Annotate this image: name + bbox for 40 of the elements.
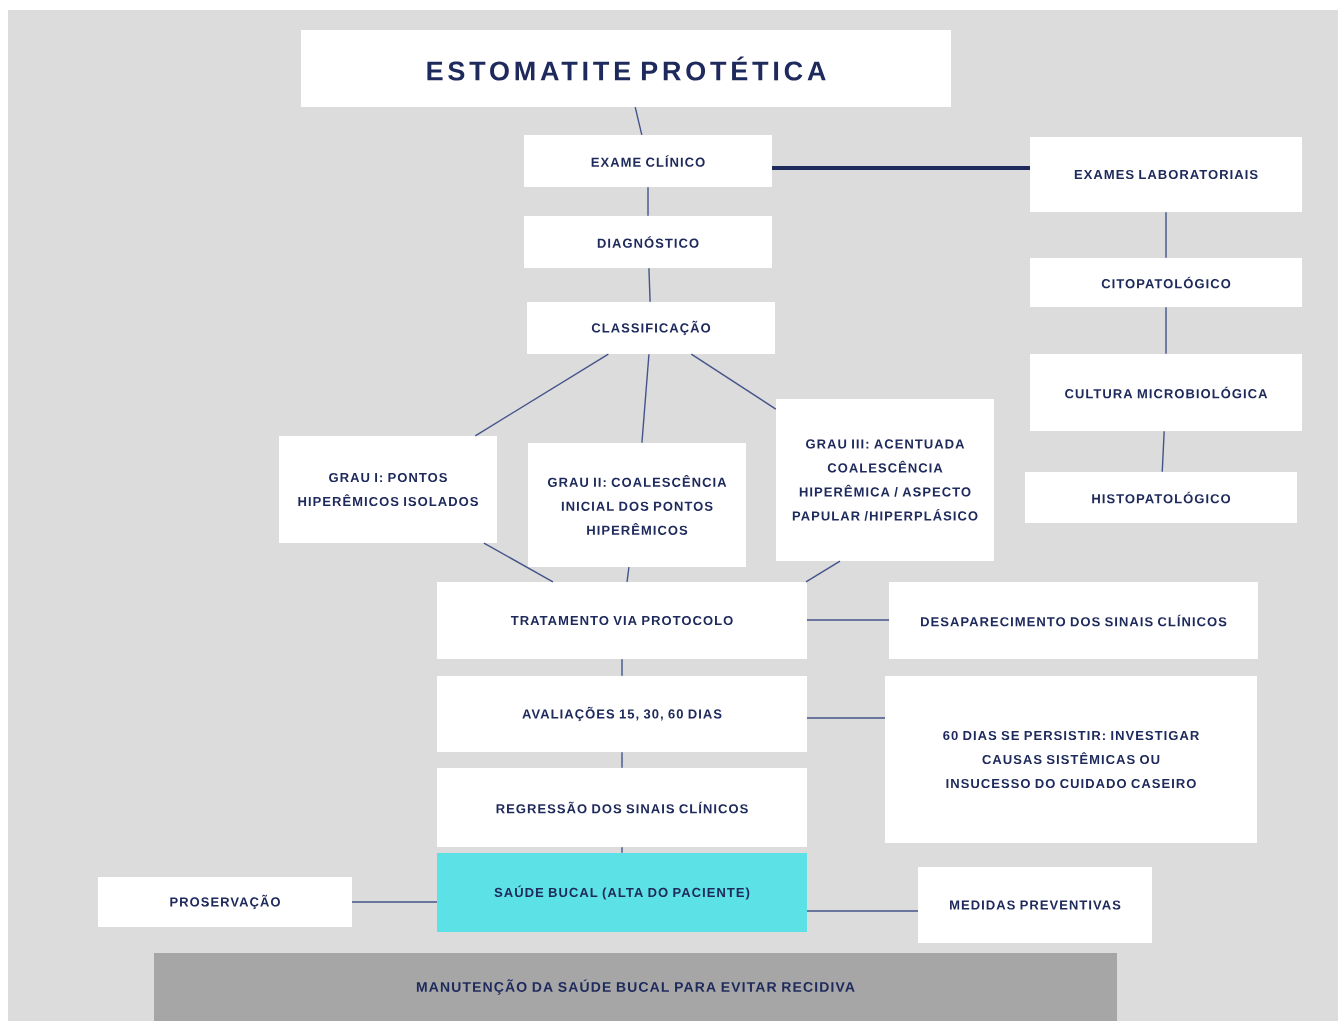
process-box: TRATAMENTO VIA PROTOCOLO [437,582,807,659]
connector-line [648,267,651,303]
connector-line [805,560,841,583]
process-box: DESAPARECIMENTO DOS SINAIS CLÍNICOS [889,582,1258,659]
connector-line [634,106,643,136]
connector-line [806,619,890,621]
connector-line [1161,430,1165,473]
process-box: 60 DIAS SE PERSISTIR: INVESTIGAR CAUSAS SISTÊMICAS OU INSUCESSO DO CUIDADO CASEIRO [885,676,1257,843]
connector-line [806,717,886,719]
connector-line [621,658,623,677]
connector-line [483,542,554,583]
title-box: ESTOMATITE PROTÉTICA [301,30,951,107]
process-box: PROSERVAÇÃO [98,877,352,927]
process-box: CITOPATOLÓGICO [1030,258,1302,307]
process-box: GRAU III: ACENTUADA COALESCÊNCIA HIPERÊMICA / ASPECTO PAPULAR /HIPERPLÁSICO [776,399,994,561]
process-box: EXAME CLÍNICO [524,135,772,187]
connector-line [621,751,623,769]
process-box: CLASSIFICAÇÃO [527,302,775,354]
connector-line [1165,306,1167,355]
connector-line [474,353,610,437]
process-box: REGRESSÃO DOS SINAIS CLÍNICOS [437,768,807,847]
connector-line [641,353,650,444]
connector-line [647,186,649,217]
connector-line [621,846,623,854]
connector-line [351,901,438,903]
connector-line [690,353,777,410]
process-box: DIAGNÓSTICO [524,216,772,268]
connector-line [806,910,919,912]
process-box: MEDIDAS PREVENTIVAS [918,867,1152,943]
process-box: HISTOPATOLÓGICO [1025,472,1297,523]
process-box: AVALIAÇÕES 15, 30, 60 DIAS [437,676,807,752]
connector-line [772,166,1030,170]
process-box: EXAMES LABORATORIAIS [1030,137,1302,212]
process-box: CULTURA MICROBIOLÓGICA [1030,354,1302,431]
connector-line [626,566,630,583]
connector-line [1165,211,1167,259]
process-box: GRAU I: PONTOS HIPERÊMICOS ISOLADOS [279,436,497,543]
highlighted-box: SAÚDE BUCAL (ALTA DO PACIENTE) [437,853,807,932]
process-box: GRAU II: COALESCÊNCIA INICIAL DOS PONTOS HIPERÊMICOS [528,443,746,567]
footer-band: MANUTENÇÃO DA SAÚDE BUCAL PARA EVITAR RECIDIVA [154,953,1117,1021]
